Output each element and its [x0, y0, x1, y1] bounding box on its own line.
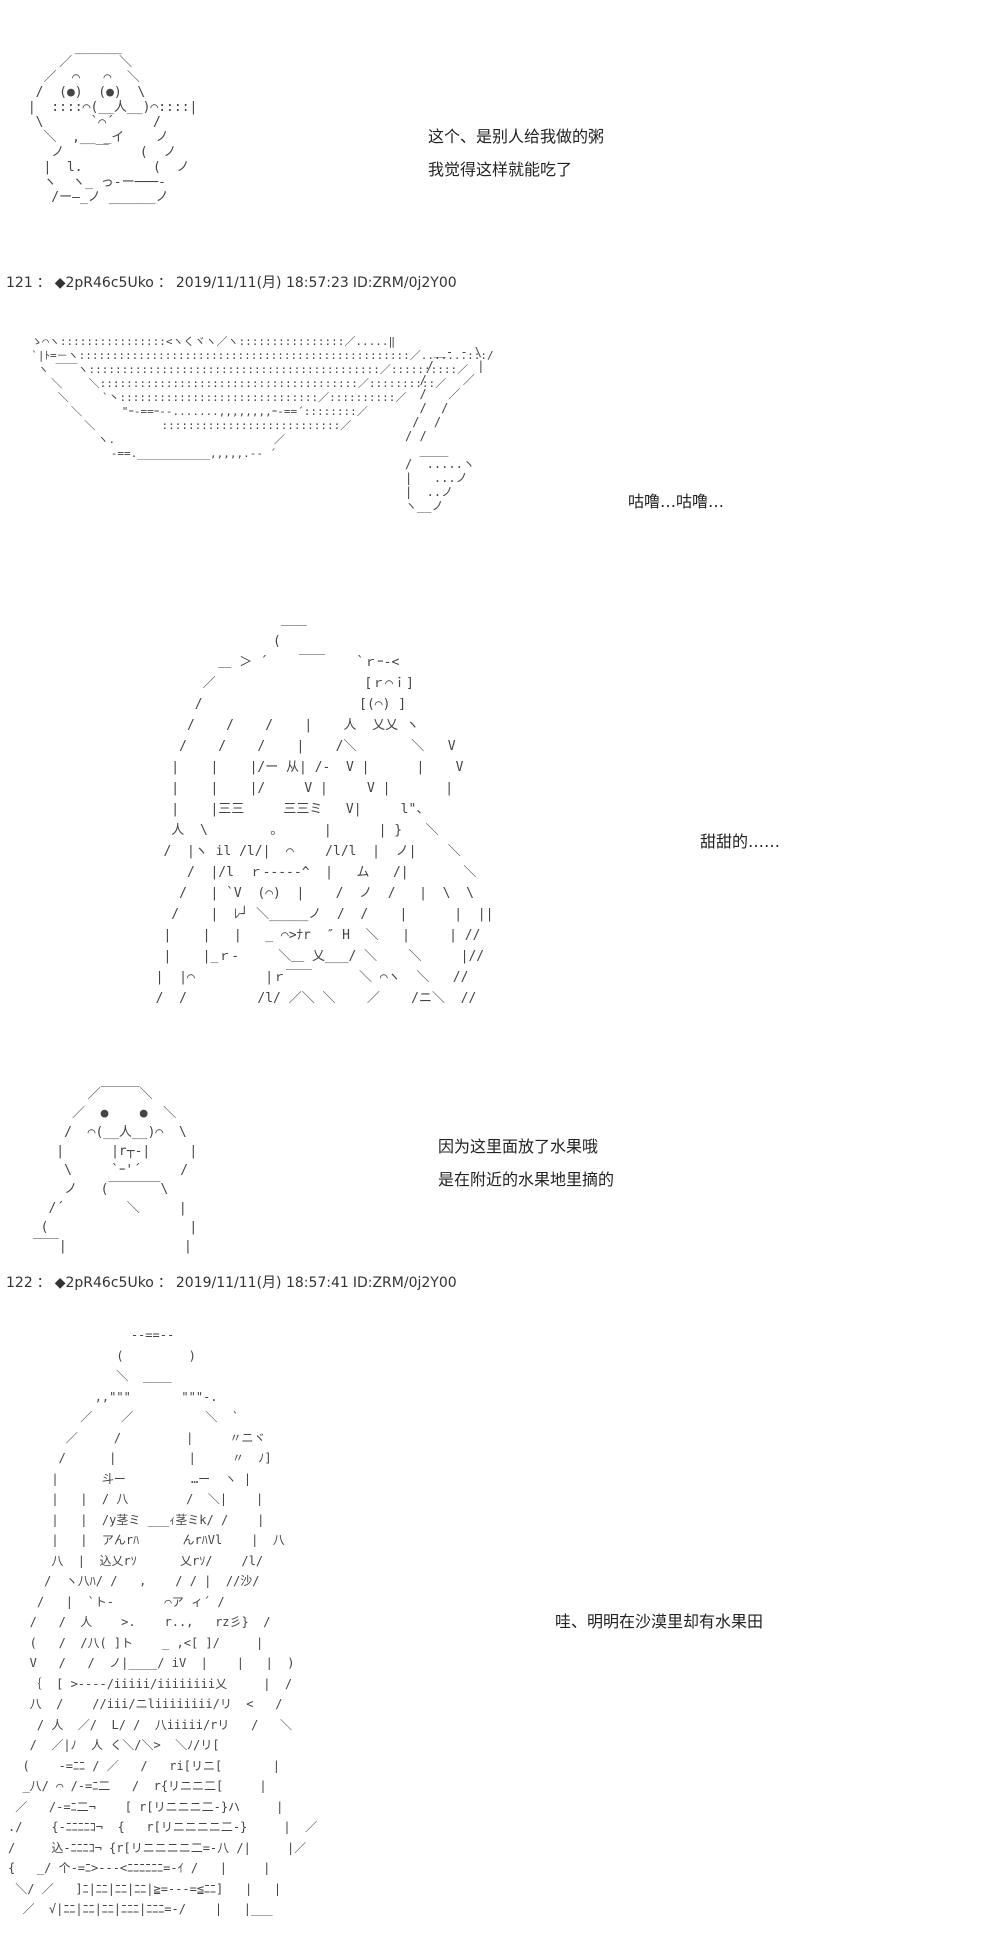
- aa-panel-4: ／￣￣￣＼ ／ ● ● ＼ / ⌒(__人__)⌒ \ | |r┬-| | \ …: [0, 1080, 999, 1255]
- aa-panel-2: ゝ⌒ヽ::::::::::::::::<ヽくヾヽ／ヽ::::::::::::::…: [0, 325, 999, 585]
- post-separator: ：: [36, 1275, 51, 1291]
- dialog-line: 这个、是别人给我做的粥: [428, 127, 605, 146]
- dialog-block: 因为这里面放了水果哦 是在附近的水果地里摘的: [438, 1130, 614, 1196]
- ascii-art-yaruo-talking: ／￣￣￣＼ ／ ● ● ＼ / ⌒(__人__)⌒ \ | |r┬-| | \ …: [32, 1087, 198, 1254]
- aa-panel-5: --==-- ( ) ＼ ____ ,,""" """-. ／ ／ ＼ ` ／ …: [0, 1320, 999, 1935]
- dialog-block: 甜甜的……: [700, 825, 780, 858]
- post-tripcode: ◆2pR46c5Uko: [54, 1275, 154, 1291]
- post-id: ID:ZRM/0j2Y00: [352, 1275, 457, 1291]
- aa-panel-3: ＿＿ ( ＿ ＞ ´ ￣￣ `ｒｰ-< ／ [ｒ⌒ｉ] / [(⌒) ] / /…: [0, 600, 999, 1040]
- post-number: 122: [6, 1275, 33, 1291]
- post-separator: ：: [157, 1275, 172, 1291]
- dialog-line: 我觉得这样就能吃了: [428, 160, 573, 179]
- dialog-line: 哇、明明在沙漠里却有水果田: [555, 1612, 764, 1631]
- dialog-line: 咕噜…咕噜…: [628, 492, 725, 511]
- dialog-line: 因为这里面放了水果哦: [438, 1137, 599, 1156]
- dialog-line: 是在附近的水果地里摘的: [438, 1170, 615, 1189]
- ascii-art-girl-surprised: --==-- ( ) ＼ ____ ,,""" """-. ／ ／ ＼ ` ／ …: [8, 1328, 318, 1916]
- dialog-line: 甜甜的……: [700, 832, 781, 851]
- post-id: ID:ZRM/0j2Y00: [352, 275, 457, 291]
- ascii-art-yaruo-smiling: ______ ／ ＼ ／ ⌒ ⌒ ＼ / (●) (●) \ | ::::⌒(_…: [27, 40, 198, 205]
- aa-panel-1: ______ ／ ＼ ／ ⌒ ⌒ ＼ / (●) (●) \ | ::::⌒(_…: [0, 30, 999, 255]
- post-tripcode: ◆2pR46c5Uko: [54, 275, 154, 291]
- post-separator: ：: [36, 275, 51, 291]
- dialog-block: 咕噜…咕噜…: [628, 485, 724, 518]
- ascii-art-spoon: ＿‐ ‐ \ / | / ／ / ／ / / / / / / ____ / ..…: [405, 345, 485, 513]
- post-datetime: 2019/11/11(月) 18:57:23: [175, 275, 349, 291]
- post-number: 121: [6, 275, 33, 291]
- ascii-art-girl-eating: ＿＿ ( ＿ ＞ ´ ￣￣ `ｒｰ-< ／ [ｒ⌒ｉ] / [(⌒) ] / /…: [155, 613, 494, 1006]
- ascii-art-porridge-bowl: ゝ⌒ヽ::::::::::::::::<ヽくヾヽ／ヽ::::::::::::::…: [31, 335, 494, 460]
- post-separator: ：: [157, 275, 172, 291]
- post-datetime: 2019/11/11(月) 18:57:41: [175, 1275, 349, 1291]
- dialog-block: 这个、是别人给我做的粥 我觉得这样就能吃了: [428, 120, 604, 186]
- dialog-block: 哇、明明在沙漠里却有水果田: [555, 1605, 763, 1638]
